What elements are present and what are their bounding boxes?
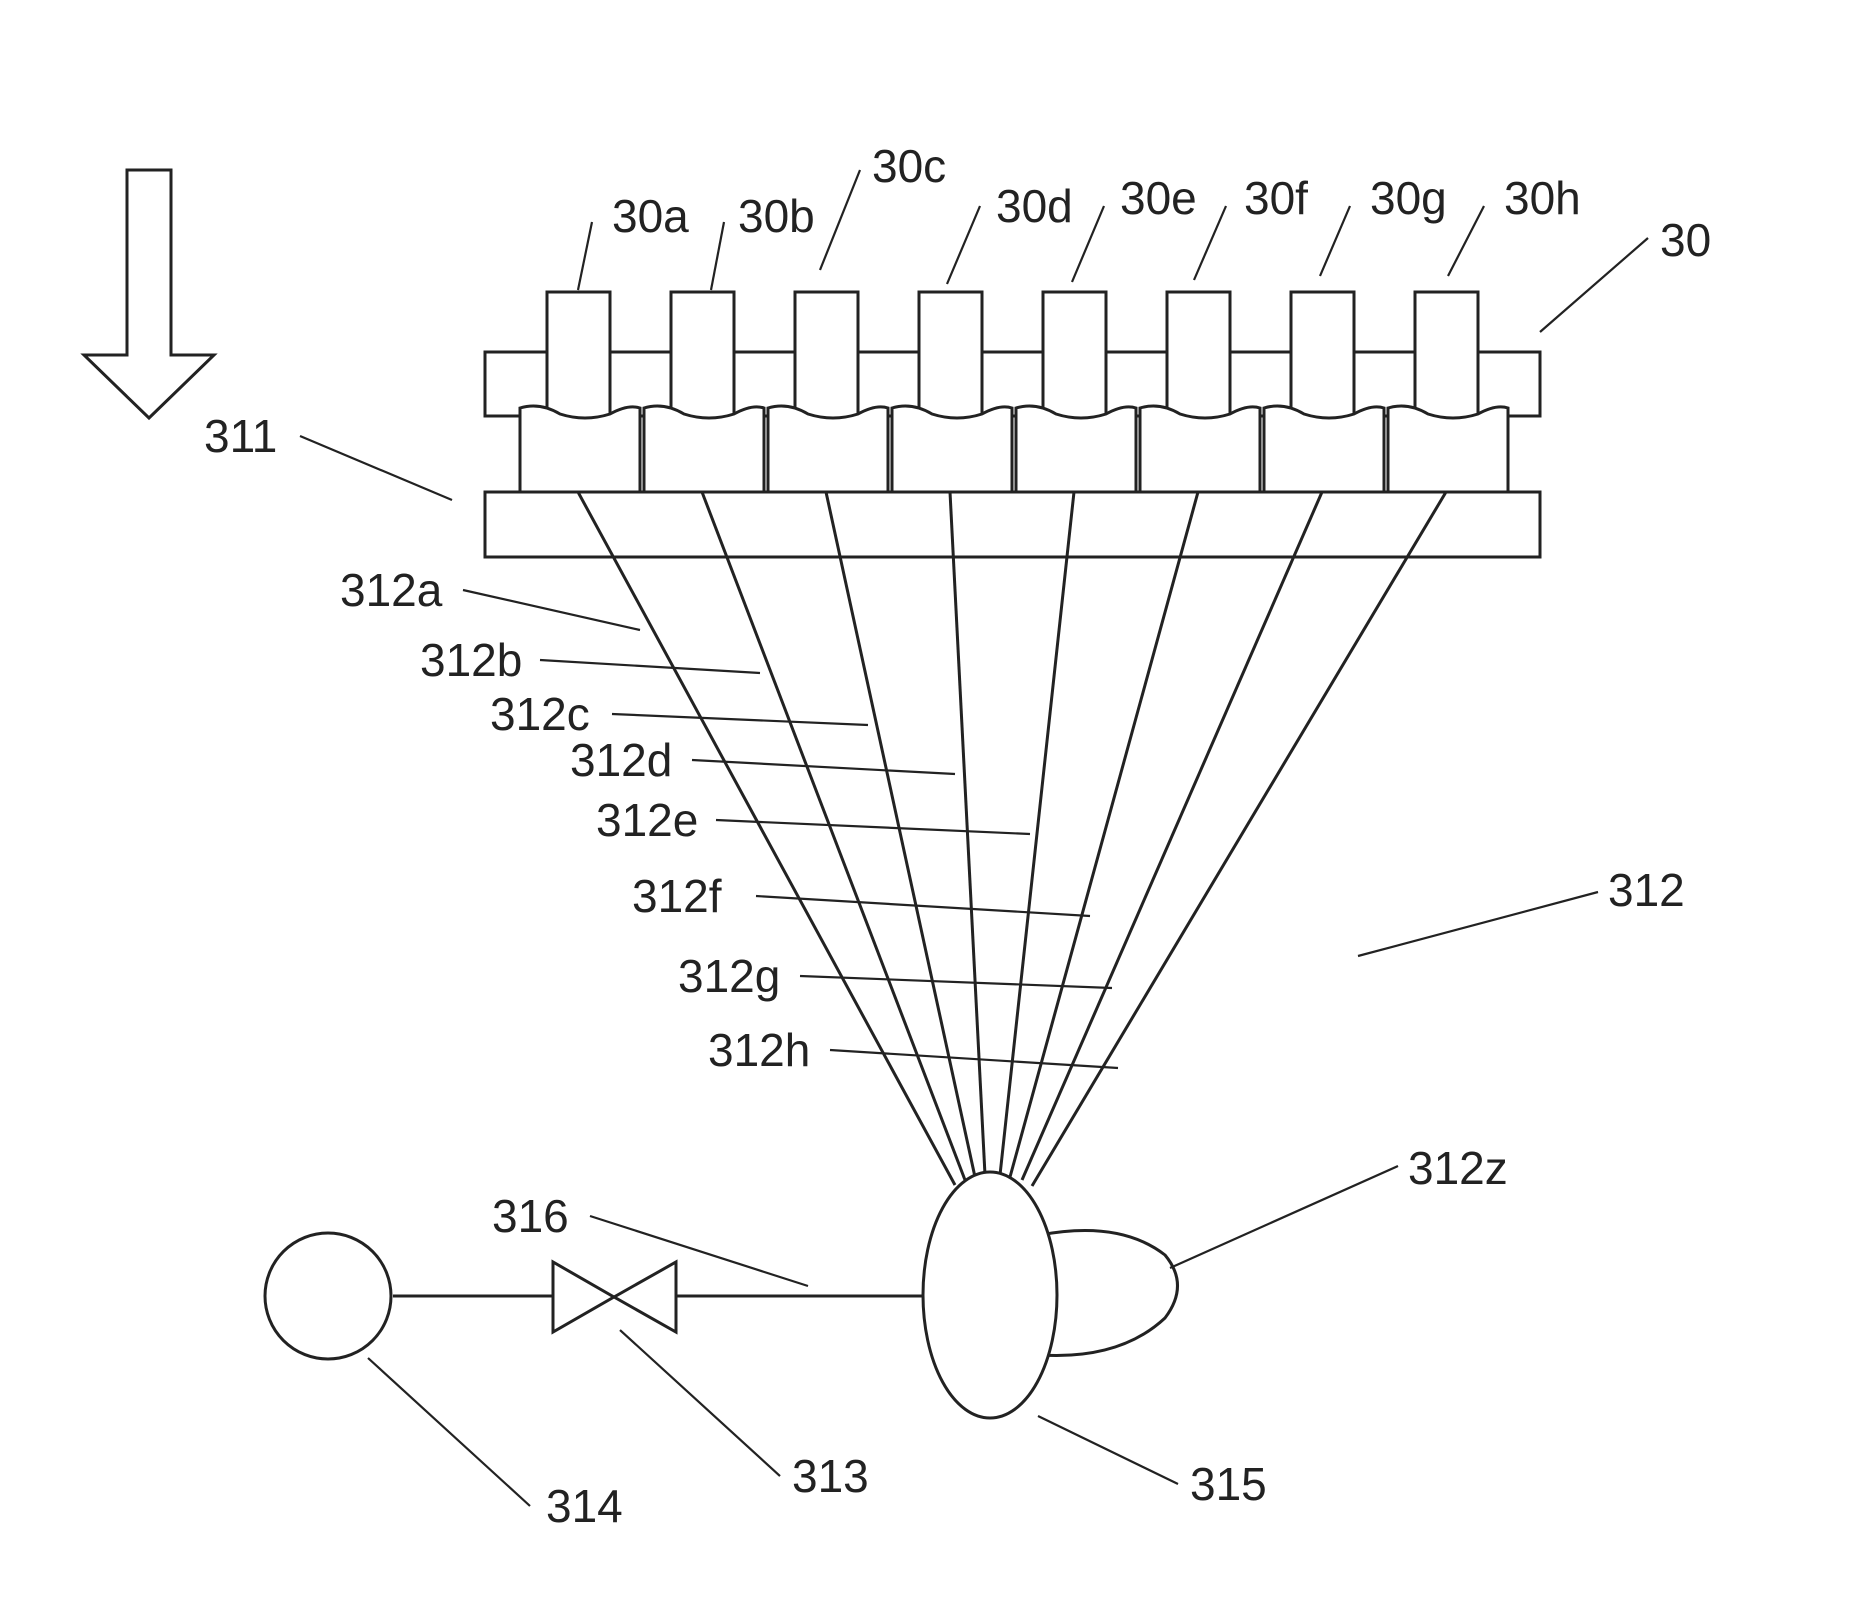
nozzle-30f <box>1167 292 1230 420</box>
label-30: 30 <box>1660 214 1711 266</box>
label-312z: 312z <box>1408 1142 1508 1194</box>
label-30h: 30h <box>1504 172 1581 224</box>
chamber-312z <box>1040 1231 1178 1356</box>
label-30c: 30c <box>872 140 946 192</box>
label-312a: 312a <box>340 564 443 616</box>
label-313: 313 <box>792 1450 869 1502</box>
label-30a: 30a <box>612 190 689 242</box>
plate-311 <box>485 492 1540 557</box>
label-312c: 312c <box>490 688 590 740</box>
tube-312c <box>826 492 975 1177</box>
nozzle-30a <box>547 292 610 420</box>
label-316: 316 <box>492 1190 569 1242</box>
nozzle-30b <box>671 292 734 420</box>
label-312g: 312g <box>678 950 780 1002</box>
label-312e: 312e <box>596 794 698 846</box>
label-312f: 312f <box>632 870 722 922</box>
nozzle-30e <box>1043 292 1106 420</box>
nozzle-30g <box>1291 292 1354 420</box>
valve-313 <box>553 1262 676 1332</box>
label-315: 315 <box>1190 1458 1267 1510</box>
tube-312b <box>702 492 965 1180</box>
label-30d: 30d <box>996 180 1073 232</box>
tube-312g <box>1022 492 1322 1180</box>
nozzle-30c <box>795 292 858 420</box>
direction-arrow <box>84 170 214 418</box>
block-row <box>520 406 1508 492</box>
label-312d: 312d <box>570 734 672 786</box>
tube-lines <box>578 492 1446 1186</box>
tube-312d <box>950 492 985 1175</box>
label-314: 314 <box>546 1480 623 1532</box>
label-312b: 312b <box>420 634 522 686</box>
nozzle-30d <box>919 292 982 420</box>
label-30b: 30b <box>738 190 815 242</box>
label-311: 311 <box>204 410 277 462</box>
label-30e: 30e <box>1120 172 1197 224</box>
label-30f: 30f <box>1244 172 1308 224</box>
tube-312h <box>1032 492 1446 1186</box>
nozzle-30h <box>1415 292 1478 420</box>
label-312h: 312h <box>708 1024 810 1076</box>
junction-315 <box>923 1172 1057 1418</box>
source-314 <box>265 1233 391 1359</box>
label-30g: 30g <box>1370 172 1447 224</box>
label-312: 312 <box>1608 864 1685 916</box>
